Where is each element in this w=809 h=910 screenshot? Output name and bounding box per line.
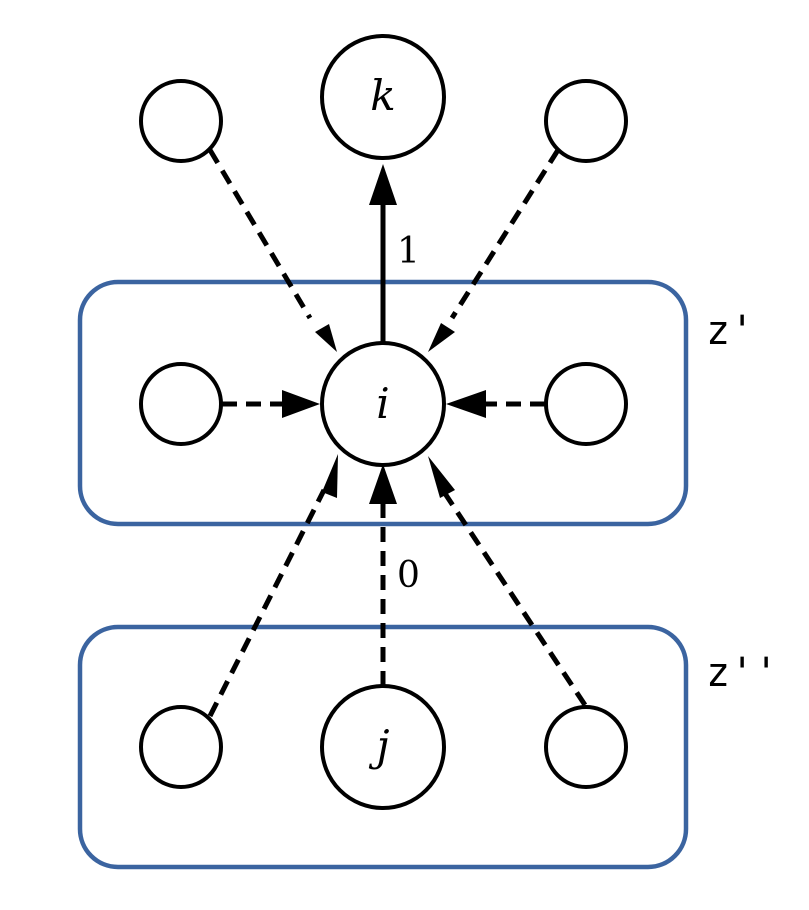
edge-top-left-to-i bbox=[207, 148, 313, 320]
arrowhead-i-to-k bbox=[369, 164, 397, 205]
node-bottom-right bbox=[544, 705, 628, 789]
group-label-z-prime: z' bbox=[706, 308, 754, 354]
node-bottom-left bbox=[139, 705, 223, 789]
node-mid-left bbox=[139, 362, 223, 446]
edge-label-i-to-k: 1 bbox=[397, 231, 420, 272]
node-top-right bbox=[544, 79, 628, 163]
arrowhead-bottom-left bbox=[322, 454, 338, 498]
node-k bbox=[320, 34, 446, 160]
node-top-left bbox=[139, 79, 223, 163]
edge-bottom-right-to-i bbox=[441, 490, 588, 707]
group-label-z-double-prime: z'' bbox=[706, 650, 778, 696]
arrowhead-top-right bbox=[428, 323, 455, 352]
edge-top-right-to-i bbox=[449, 148, 561, 320]
node-i bbox=[320, 341, 446, 467]
arrowhead-mid-right bbox=[446, 390, 486, 418]
nodes bbox=[139, 34, 628, 810]
node-j bbox=[320, 684, 446, 810]
arrowhead-mid-left bbox=[282, 390, 320, 418]
arrowhead-j-to-i bbox=[369, 464, 397, 504]
node-k-label: k bbox=[370, 71, 395, 120]
edge-bottom-left-to-i bbox=[207, 488, 327, 718]
edge-label-j-to-i: 0 bbox=[397, 555, 420, 596]
arrowhead-bottom-right bbox=[428, 456, 455, 498]
edges bbox=[207, 148, 588, 718]
node-mid-right bbox=[544, 362, 628, 446]
node-i-label: i bbox=[376, 379, 389, 428]
arrowhead-top-left bbox=[315, 324, 337, 352]
